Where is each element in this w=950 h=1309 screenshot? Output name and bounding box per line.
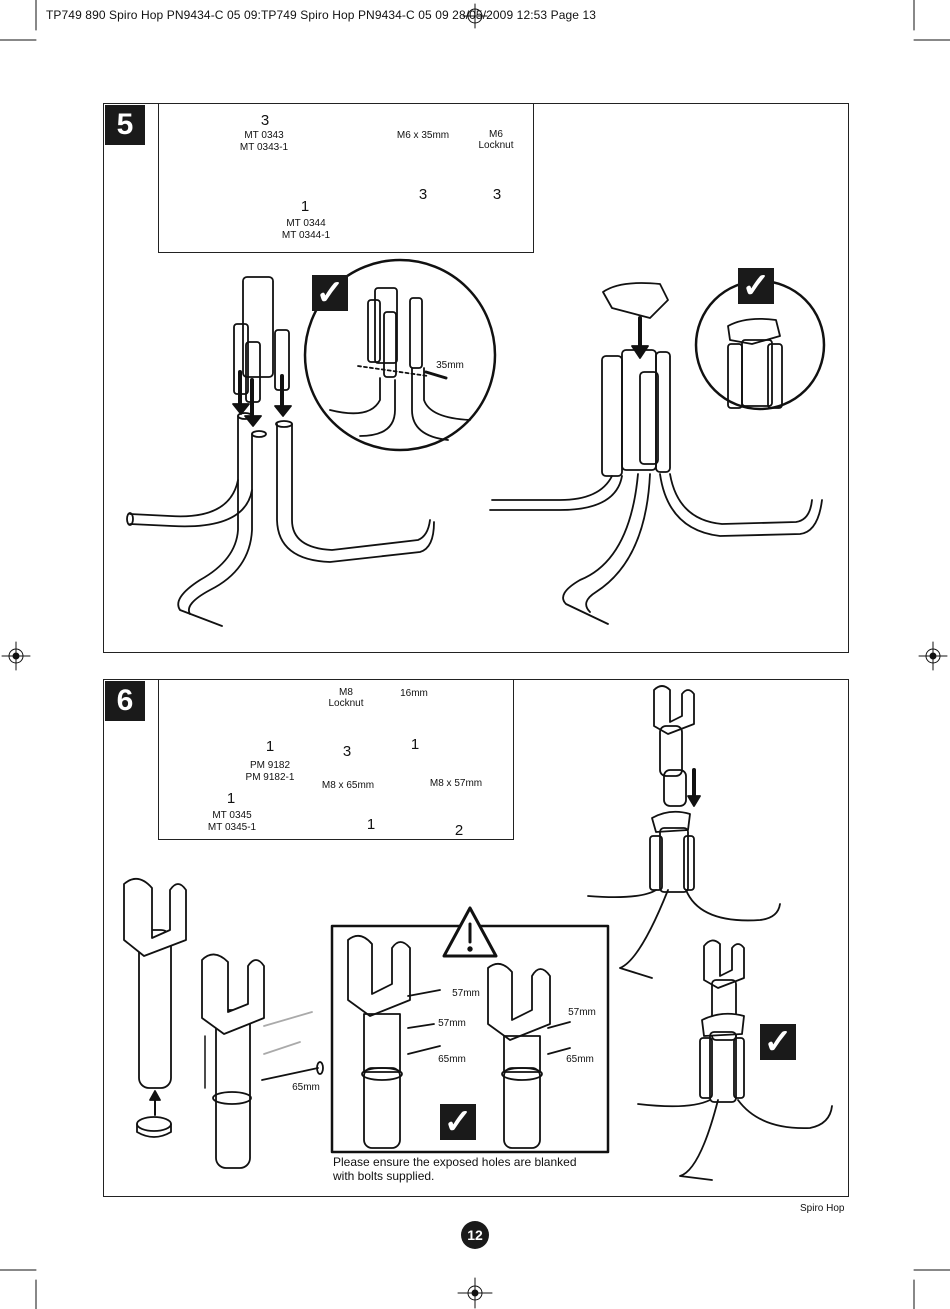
- part-leg-code-2: MT 0343-1: [239, 142, 289, 153]
- part-washer-qty: 1: [410, 736, 420, 753]
- part-cap-code-2: PM 9182-1: [245, 772, 295, 783]
- check-icon: ✓: [760, 1023, 796, 1061]
- check-icon: ✓: [312, 274, 348, 312]
- check-icon: ✓: [440, 1103, 476, 1141]
- warning-note-line-2: with bolts supplied.: [333, 1169, 435, 1183]
- step5-left-assembly: [126, 276, 435, 627]
- step5-zoom-circle-left: [303, 258, 497, 452]
- part-bolt-m6-qty: 3: [418, 186, 428, 203]
- part-cap-code-1: PM 9182: [249, 760, 291, 771]
- part-bolt-m8x57-qty: 2: [454, 822, 464, 839]
- registration-mark-top: [462, 3, 488, 29]
- registration-mark-bottom: [457, 1277, 493, 1309]
- dimension-35mm: 35mm: [436, 360, 464, 371]
- part-locknut-m8-label-1: M8: [339, 687, 353, 698]
- step-6-number: 6: [105, 681, 145, 721]
- warning-post-left: [347, 934, 441, 1149]
- part-cap-qty: 1: [265, 738, 275, 755]
- part-leg-code-1: MT 0343: [244, 130, 284, 141]
- part-locknut-m8-qty: 3: [342, 743, 352, 760]
- product-name: Spiro Hop: [800, 1203, 845, 1214]
- part-locknut-m6-qty: 3: [492, 186, 502, 203]
- part-post-qty: 1: [226, 790, 236, 807]
- step6-right-upper: [587, 685, 781, 979]
- part-bolt-m6-label: M6 x 35mm: [396, 130, 450, 141]
- registration-mark-left: [1, 641, 31, 671]
- step5-right-assembly: [489, 282, 823, 625]
- registration-mark-right: [918, 641, 948, 671]
- part-bolt-m8x57-label: M8 x 57mm: [429, 778, 483, 789]
- part-bolt-m8x65-label: M8 x 65mm: [321, 780, 375, 791]
- warning-frame: [330, 906, 610, 1154]
- step6-right-lower: [637, 939, 833, 1181]
- dimension-65mm: 65mm: [566, 1054, 594, 1065]
- step6-post-left: [123, 878, 187, 1138]
- print-header: TP749 890 Spiro Hop PN9434-C 05 09:TP749…: [46, 8, 597, 22]
- part-leg-qty: 3: [260, 112, 270, 129]
- part-washer-label: 16mm: [400, 688, 428, 699]
- part-hub-qty: 1: [300, 198, 310, 215]
- part-bolt-m8x65-qty: 1: [366, 816, 376, 833]
- warning-post-right: [487, 962, 571, 1149]
- dimension-65mm: 65mm: [292, 1082, 320, 1093]
- warning-note-line-1: Please ensure the exposed holes are blan…: [333, 1155, 577, 1169]
- part-hub-code-2: MT 0344-1: [281, 230, 331, 241]
- step6-post-middle: [201, 953, 324, 1169]
- part-locknut-m6-label-2: Locknut: [478, 140, 514, 151]
- dimension-65mm: 65mm: [438, 1054, 466, 1065]
- part-locknut-m6-label-1: M6: [489, 129, 503, 140]
- page-number: 12: [461, 1221, 489, 1249]
- check-icon: ✓: [738, 267, 774, 305]
- part-locknut-m8-label-2: Locknut: [328, 698, 364, 709]
- dimension-57mm: 57mm: [438, 1018, 466, 1029]
- step-6-parts-box: [158, 679, 514, 840]
- dimension-57mm: 57mm: [568, 1007, 596, 1018]
- part-hub-code-1: MT 0344: [286, 218, 326, 229]
- dimension-57mm: 57mm: [452, 988, 480, 999]
- step-5-number: 5: [105, 105, 145, 145]
- step-5-parts-box: [158, 103, 534, 253]
- part-post-code-2: MT 0345-1: [207, 822, 257, 833]
- part-post-code-1: MT 0345: [212, 810, 252, 821]
